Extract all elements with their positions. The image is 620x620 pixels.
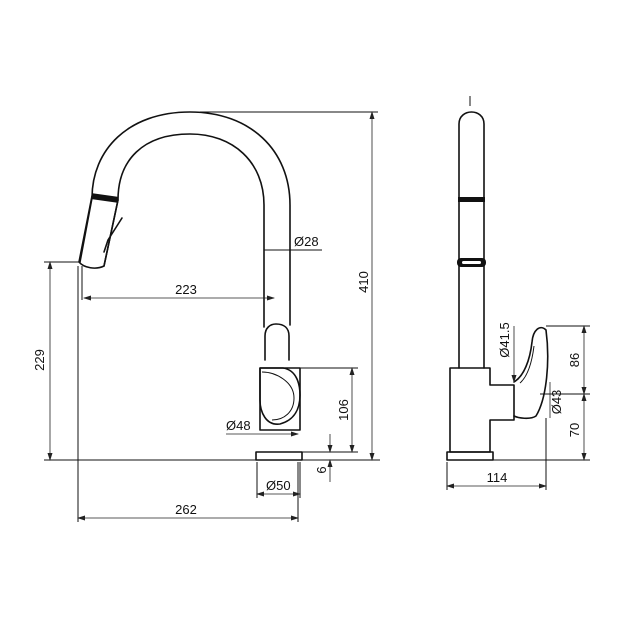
dim-label-body-diameter: Ø48 [226,418,251,433]
side-spout-column [458,111,485,369]
dim-label-outlet-height: 229 [32,349,47,371]
dim-label-total-height: 410 [356,271,371,293]
side-spout-band [458,197,485,202]
side-dim-label-handle-height: 86 [567,353,582,367]
side-spout-ring-hole [462,261,481,264]
side-dim-label-handle-base: Ø43 [549,390,564,415]
side-dim-label-body-to-handle: 70 [567,423,582,437]
front-handle-lever [264,323,290,361]
front-base-plate [255,451,303,461]
spout-outer-contour [79,111,291,326]
spray-trigger [103,217,123,253]
faucet-body [259,367,301,425]
side-view: Ø41.5 86 Ø43 70 114 [446,96,590,490]
dim-label-base-diameter: Ø50 [266,478,291,493]
faucet-body-base [259,367,301,431]
side-handle-inner [519,345,535,384]
side-handle [513,326,549,420]
front-view: 223 Ø28 410 229 106 Ø48 6 Ø50 262 [32,111,380,522]
body-inner-curve [261,371,295,421]
dim-label-base-thickness: 6 [314,466,329,473]
side-base-plate [446,451,494,461]
spray-head-band [91,193,119,203]
side-dim-label-handle-diameter: Ø41.5 [497,322,512,357]
side-faucet-body [449,367,515,453]
dim-label-spout-diameter: Ø28 [294,234,319,249]
dim-label-overall-width: 262 [175,502,197,517]
spout-inner-contour [103,133,265,328]
dim-label-body-height: 106 [336,399,351,421]
dim-label-spout-reach: 223 [175,282,197,297]
side-dim-label-depth: 114 [487,470,508,485]
